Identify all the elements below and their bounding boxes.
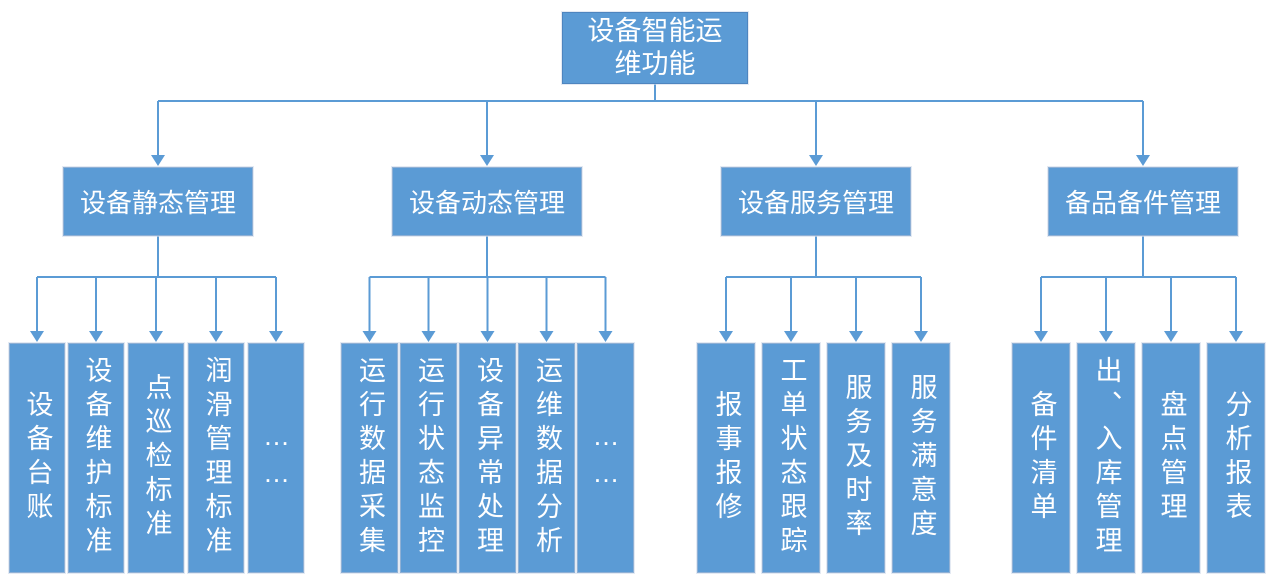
leaf-node-1-1: 设备台账 bbox=[9, 343, 65, 573]
arrow-down-icon bbox=[362, 331, 377, 342]
leaf-node-4-2: 出、入库管理 bbox=[1077, 343, 1135, 573]
leaf-node-2-4: 运维数据分析 bbox=[518, 343, 575, 573]
branch-node-1: 设备静态管理 bbox=[63, 167, 253, 236]
arrow-down-icon bbox=[421, 331, 436, 342]
leaf-node-4-1: 备件清单 bbox=[1012, 343, 1070, 573]
leaf-node-1-2: 设备维护标准 bbox=[68, 343, 124, 573]
leaf-node-3-2: 工单状态跟踪 bbox=[762, 343, 820, 573]
arrow-down-icon bbox=[30, 331, 44, 342]
arrow-down-icon bbox=[849, 331, 863, 342]
arrow-down-icon bbox=[1034, 331, 1048, 342]
arrow-down-icon bbox=[1099, 331, 1113, 342]
arrow-down-icon bbox=[539, 331, 554, 342]
leaf-node-1-5: …… bbox=[248, 343, 304, 573]
arrow-down-icon bbox=[89, 331, 103, 342]
leaf-node-1-3: 点巡检标准 bbox=[128, 343, 184, 573]
leaf-node-2-1: 运行数据采集 bbox=[341, 343, 398, 573]
arrow-down-icon bbox=[480, 331, 495, 342]
arrow-down-icon bbox=[809, 155, 823, 166]
arrow-down-icon bbox=[914, 331, 928, 342]
leaf-node-3-4: 服务满意度 bbox=[892, 343, 950, 573]
branch-node-3: 设备服务管理 bbox=[721, 167, 911, 236]
arrow-down-icon bbox=[149, 331, 163, 342]
arrow-down-icon bbox=[1229, 331, 1243, 342]
branch-node-2: 设备动态管理 bbox=[392, 167, 582, 236]
arrow-down-icon bbox=[480, 155, 494, 166]
arrow-down-icon bbox=[598, 331, 613, 342]
arrow-down-icon bbox=[784, 331, 798, 342]
arrow-down-icon bbox=[269, 331, 283, 342]
branch-node-4: 备品备件管理 bbox=[1048, 167, 1238, 236]
leaf-node-4-4: 分析报表 bbox=[1207, 343, 1265, 573]
leaf-node-4-3: 盘点管理 bbox=[1142, 343, 1200, 573]
leaf-node-2-5: …… bbox=[577, 343, 634, 573]
leaf-node-2-3: 设备异常处理 bbox=[459, 343, 516, 573]
arrow-down-icon bbox=[1164, 331, 1178, 342]
leaf-node-2-2: 运行状态监控 bbox=[400, 343, 457, 573]
arrow-down-icon bbox=[151, 155, 165, 166]
root-node: 设备智能运维功能 bbox=[562, 12, 748, 84]
arrow-down-icon bbox=[209, 331, 223, 342]
leaf-node-1-4: 润滑管理标准 bbox=[188, 343, 244, 573]
leaf-node-3-3: 服务及时率 bbox=[827, 343, 885, 573]
leaf-node-3-1: 报事报修 bbox=[697, 343, 755, 573]
arrow-down-icon bbox=[719, 331, 733, 342]
arrow-down-icon bbox=[1136, 155, 1150, 166]
